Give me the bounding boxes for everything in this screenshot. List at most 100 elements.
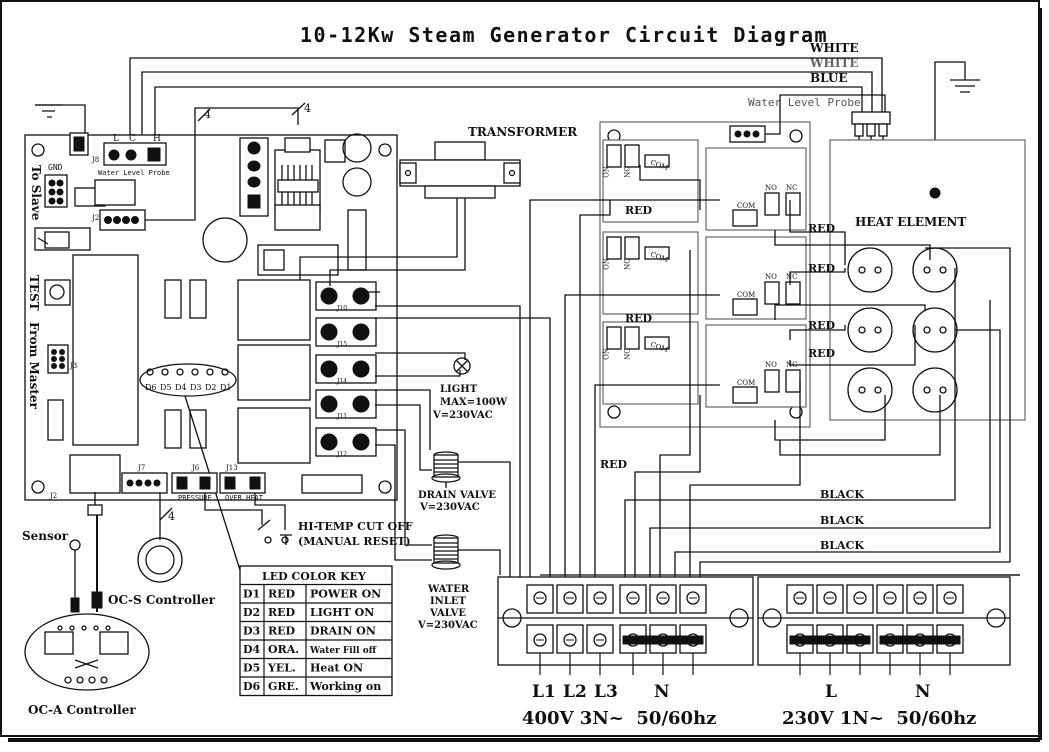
red-wire-label-7: RED (600, 458, 628, 471)
red-wire-label-5: RED (625, 204, 653, 217)
relay-on-small: ON (622, 348, 630, 360)
heat-element-tank (829, 139, 1026, 421)
inlet-line1: WATER (427, 584, 470, 595)
ground-icon (35, 104, 86, 140)
led-key-desc: Working on (309, 680, 381, 693)
transformer-label: TRANSFORMER (468, 125, 578, 139)
led-key-desc: DRAIN ON (310, 625, 376, 638)
black-wire-label-3: BLACK (820, 539, 864, 552)
light-line2: MAX=100W (440, 397, 508, 408)
relay-com: COM (737, 379, 755, 387)
relay-nc: NC (786, 184, 797, 192)
heat-element-label: HEAT ELEMENT (855, 215, 966, 229)
ground-icon-right (934, 61, 980, 190)
tb3-l1: L1 (532, 682, 556, 702)
led-d5: D5 (160, 383, 172, 392)
relay-on-small: ON (622, 166, 630, 178)
heater-terminal (847, 307, 893, 353)
led-d4: D4 (175, 383, 187, 392)
drain-valve-line1: DRAIN VALVE (418, 490, 496, 501)
fuse-mark-3: 4 (168, 510, 175, 523)
led-key-desc: LIGHT ON (310, 606, 374, 619)
relay-com: COM (737, 291, 755, 299)
pressure-label: PRESSURE (178, 494, 212, 502)
led-key-desc: POWER ON (310, 588, 381, 601)
heater-terminal (847, 247, 893, 293)
ocs-label: OC-S Controller (108, 593, 216, 607)
led-key-title: LED COLOR KEY (262, 570, 366, 583)
relay-com: COM (737, 202, 755, 210)
tb1-n: N (915, 682, 931, 702)
red-wire-label-3: RED (808, 319, 836, 332)
wire-label-blue: BLUE (810, 71, 848, 85)
red-wire-label-2: RED (808, 262, 836, 275)
j7-label: J7 (137, 464, 145, 472)
test-label: TEST (27, 275, 41, 311)
hi-temp-line1: HI-TEMP CUT OFF (298, 520, 413, 533)
led-d6: D6 (145, 383, 157, 392)
wire-label-white-1: WHITE (809, 41, 859, 55)
probe-c-label: C (129, 134, 136, 144)
led-key-id: D1 (243, 588, 260, 601)
heater-terminal (847, 367, 893, 413)
relay-no: NO (765, 273, 777, 281)
jumper-label: J10 (336, 305, 347, 312)
led-key-desc: Heat ON (310, 662, 363, 675)
tb1-spec: 230V 1N~ 50/60hz (782, 708, 976, 729)
led-key-id: D3 (243, 625, 260, 638)
led-key-color: RED (268, 588, 296, 601)
led-d1: D1 (220, 383, 232, 392)
led-key-desc: Water Fill off (309, 646, 377, 656)
drain-valve-line2: V=230VAC (419, 502, 480, 513)
red-wire-label-4: RED (808, 347, 836, 360)
heater-terminal (912, 367, 958, 413)
j13-label: J13 (225, 464, 238, 472)
light-line3: V=230VAC (432, 410, 493, 421)
j3-label: J3 (69, 362, 77, 370)
led-key-color: GRE. (268, 680, 299, 693)
led-d2: D2 (205, 383, 217, 392)
oca-controller (24, 613, 150, 691)
inlet-line2: INLET (430, 596, 466, 607)
j6-label: J6 (191, 464, 200, 472)
probe-h-label: H (153, 134, 161, 144)
probe-small-label: Water Level Probe (98, 169, 170, 177)
inlet-line4: V=230VAC (417, 620, 478, 631)
relay-nc: NC (786, 273, 797, 281)
tb3-l2: L2 (563, 682, 587, 702)
black-wire-label-1: BLACK (820, 488, 864, 501)
to-slave-label: To Slave (29, 165, 43, 221)
led-key-color: RED (268, 606, 296, 619)
led-d3: D3 (190, 383, 202, 392)
fuse-mark-1: 4 (204, 108, 211, 121)
j2b-label: J2 (49, 492, 57, 500)
from-master-label: From Master (27, 322, 41, 410)
probe-l-label: L (113, 134, 119, 144)
jumper-label: J14 (336, 378, 347, 385)
jumper-label: J15 (336, 341, 347, 348)
led-key-color: ORA. (268, 643, 299, 656)
relay-on-small: ON (622, 258, 630, 270)
hi-temp-line2: (MANUAL RESET) (298, 535, 411, 548)
pcb-gnd-label: GND (48, 163, 63, 172)
tb1-l: L (825, 682, 837, 702)
inlet-line3: VALVE (429, 608, 466, 619)
oca-label: OC-A Controller (28, 703, 136, 717)
tb3-spec: 400V 3N~ 50/60hz (522, 708, 716, 729)
black-wire-label-2: BLACK (820, 514, 864, 527)
red-wire-label-1: RED (808, 222, 836, 235)
relay-no-small: NO (601, 348, 609, 360)
jumper-label: J12 (336, 451, 347, 458)
led-key-id: D5 (243, 662, 260, 675)
red-wire-label-6: RED (625, 312, 653, 325)
tb3-l3: L3 (594, 682, 618, 702)
overheat-label: OVER HEAT (225, 494, 264, 502)
wire-label-white-2: WHITE (809, 56, 859, 70)
led-key-id: D2 (243, 606, 260, 619)
relay-no-small: NO (601, 258, 609, 270)
relay-no: NO (765, 361, 777, 369)
probe-top-label: Water Level Probe (748, 96, 861, 109)
led-key-id: D4 (243, 643, 261, 656)
